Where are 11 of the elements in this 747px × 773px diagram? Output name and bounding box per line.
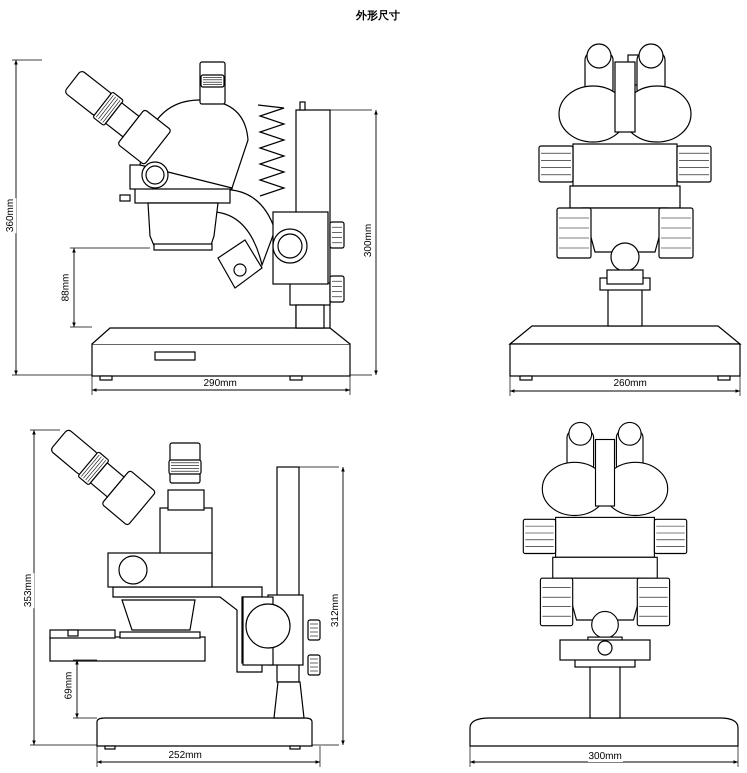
dimension-label: 290mm (202, 378, 238, 388)
title: 外形尺寸 (356, 8, 400, 23)
dimension-label: 260mm (612, 378, 648, 388)
dimension-label: 312mm (330, 592, 341, 628)
dimension-label: 300mm (588, 750, 623, 762)
dimension-label: 88mm (60, 272, 72, 302)
dimension-label: 353mm (22, 572, 34, 608)
dimension-label: 360mm (4, 197, 16, 233)
dimension-label: 252mm (168, 750, 203, 760)
dimension-label: 69mm (63, 670, 74, 700)
dimension-label: 300mm (362, 222, 374, 258)
